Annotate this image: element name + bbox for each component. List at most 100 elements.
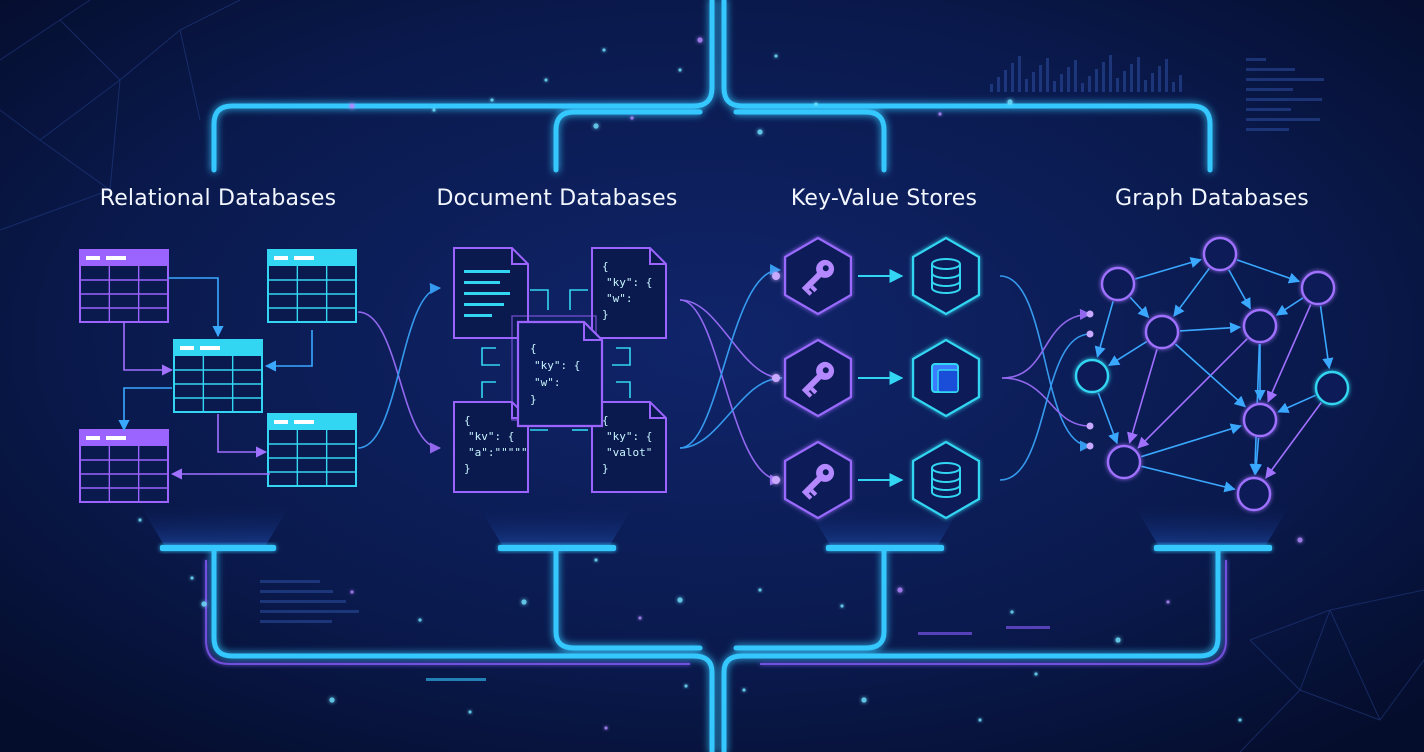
- graph-edge: [1129, 296, 1150, 319]
- sparkle-dot: [757, 129, 763, 135]
- decor-bar: [1151, 73, 1154, 92]
- decor-bar: [1246, 128, 1289, 131]
- decor-bar: [260, 590, 333, 593]
- document-code-line: "ky": {: [606, 276, 652, 289]
- graph-input-dot: [1086, 422, 1094, 430]
- bus-trunk-bottom: [211, 547, 715, 752]
- decor-bar: [1246, 98, 1322, 101]
- decor-bar: [1006, 626, 1050, 629]
- graph-edge: [1140, 423, 1242, 458]
- decor-bar: [1109, 55, 1112, 92]
- decor-bar: [1032, 72, 1035, 92]
- decor-bar: [1246, 118, 1320, 121]
- graph-edge: [1173, 267, 1210, 317]
- sparkle-dot: [350, 590, 354, 594]
- title-keyvalue: Key-Value Stores: [791, 186, 977, 211]
- bus-branch-document: [553, 109, 703, 173]
- decor-bar: [1158, 66, 1161, 92]
- keyvalue-group: [772, 236, 981, 520]
- document-code-line: "ky": {: [606, 430, 652, 443]
- table-icon-bottom-right: [267, 413, 357, 487]
- key-icon: [801, 463, 835, 500]
- document-code-line: "w":: [534, 376, 561, 389]
- graph-node-icon: [1300, 270, 1336, 306]
- graph-node-icon: [1074, 358, 1110, 394]
- document-code-line: "ky": {: [534, 359, 580, 372]
- decor-bar: [1074, 60, 1077, 92]
- graph-edge: [1174, 343, 1246, 408]
- graph-edge: [1275, 297, 1304, 316]
- kv-input-dot: [772, 374, 780, 382]
- sparkle-dot: [1034, 672, 1038, 676]
- background-network-bottom-right: [1239, 589, 1424, 752]
- sparkle-dot: [678, 68, 682, 72]
- graph-input-dot: [1086, 442, 1094, 450]
- decor-bar: [1081, 83, 1084, 92]
- sparkle-dot: [1238, 718, 1242, 722]
- sparkle-dot: [190, 576, 194, 580]
- graph-edge: [1141, 465, 1236, 493]
- sparkle-dot: [1166, 600, 1170, 604]
- graph-node-icon: [1144, 314, 1180, 350]
- decor-bar: [990, 84, 993, 92]
- value-node-3: [911, 440, 981, 520]
- document-icon-lines: [453, 247, 529, 339]
- graph-edge: [1277, 394, 1316, 413]
- decor-bar: [1102, 62, 1105, 92]
- document-code-line: {: [602, 260, 609, 273]
- sparkle-dot: [697, 37, 703, 43]
- graph-edge: [1236, 259, 1301, 284]
- decor-bar: [1179, 75, 1182, 92]
- key-node-3: [783, 440, 853, 520]
- kv-input-dot: [772, 476, 780, 484]
- sparkle-dot: [329, 697, 335, 703]
- decor-bar: [1004, 70, 1007, 92]
- decor-bar: [1025, 79, 1028, 92]
- sparkle-dot: [758, 588, 762, 592]
- graph-node-icon: [1106, 444, 1142, 480]
- graph-edge: [1127, 349, 1158, 444]
- document-code-line: "a":""""": [468, 446, 528, 459]
- sparkle-dot: [677, 597, 683, 603]
- decor-bar: [1116, 78, 1119, 92]
- funnel-keyvalue: [806, 505, 962, 551]
- sparkle-dot: [742, 688, 746, 692]
- sparkle-dot: [638, 616, 642, 620]
- decor-bar: [997, 77, 1000, 92]
- graph-edge: [1135, 257, 1202, 280]
- decor-bar: [260, 610, 359, 613]
- decor-bar: [1123, 71, 1126, 92]
- sparkle-dot: [490, 98, 494, 102]
- decor-bar: [1011, 63, 1014, 92]
- graph-input-dot: [1086, 330, 1094, 338]
- sparkle-dot: [544, 78, 548, 82]
- sparkle-dot: [593, 123, 599, 129]
- decor-bar: [1246, 108, 1291, 111]
- funnel-relational: [140, 505, 290, 551]
- document-code-line: "valot": [606, 446, 652, 459]
- bus-branch-document-bottom: [553, 547, 703, 651]
- graph-edge: [1266, 304, 1312, 403]
- sparkle-dot: [938, 112, 942, 116]
- bus-branch-keyvalue: [733, 109, 887, 173]
- graph-edge: [1179, 322, 1242, 334]
- funnel-document: [478, 505, 634, 551]
- graph-node-icon: [1202, 236, 1238, 272]
- decor-bar: [1088, 76, 1091, 92]
- decor-bar: [1039, 65, 1042, 92]
- sparkle-dot: [978, 718, 982, 722]
- decor-bar: [260, 620, 332, 623]
- decor-bar: [426, 678, 486, 681]
- background-bars: [260, 55, 1324, 681]
- sparkle-dot: [418, 618, 422, 622]
- document-group: {"ky": {"w":}{"kv": {"a":"""""}{"ky": {"…: [453, 247, 667, 493]
- graph-edge: [1137, 338, 1248, 449]
- bus-purple-accents: [205, 560, 1227, 665]
- bus-branch-keyvalue-bottom: [733, 547, 887, 651]
- cross-links-2: [679, 264, 783, 486]
- decor-bar: [1095, 69, 1098, 92]
- relational-connectors: [118, 277, 313, 480]
- decor-bar: [1246, 58, 1266, 61]
- sparkle-dot: [774, 54, 778, 58]
